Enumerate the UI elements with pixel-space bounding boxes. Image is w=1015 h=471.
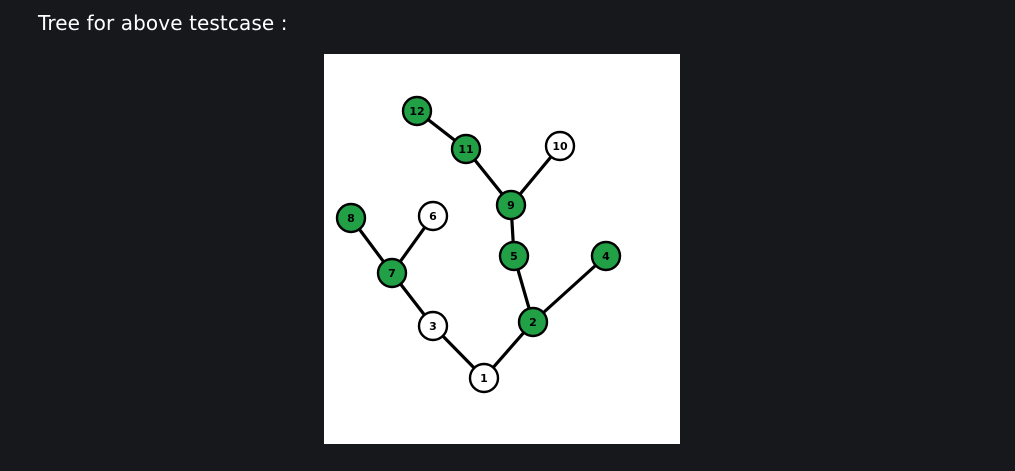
tree-node-label: 9 [507, 199, 515, 212]
tree-node-label: 7 [388, 267, 396, 280]
tree-node-label: 2 [529, 316, 537, 329]
tree-node-3: 3 [417, 310, 449, 342]
tree-node-label: 1 [480, 372, 488, 385]
tree-node-10: 10 [544, 130, 576, 162]
tree-node-label: 10 [552, 140, 568, 153]
tree-node-label: 11 [458, 143, 473, 156]
tree-node-7: 7 [376, 257, 408, 289]
tree-node-circle [590, 240, 622, 272]
tree-node-label: 3 [429, 320, 437, 333]
tree-node-circle [498, 240, 530, 272]
tree-node-5: 5 [498, 240, 530, 272]
tree-node-label: 5 [510, 250, 518, 263]
tree-node-4: 4 [590, 240, 622, 272]
tree-node-11: 11 [450, 133, 482, 165]
page-heading: Tree for above testcase : [38, 11, 288, 35]
tree-node-label: 8 [347, 212, 355, 225]
tree-node-circle [335, 202, 367, 234]
tree-node-label: 6 [429, 210, 437, 223]
tree-node-circle [417, 310, 449, 342]
tree-node-label: 12 [409, 105, 424, 118]
tree-node-12: 12 [401, 95, 433, 127]
tree-node-circle [450, 133, 482, 165]
tree-node-2: 2 [517, 306, 549, 338]
tree-node-label: 4 [602, 250, 610, 263]
tree-node-circle [495, 189, 527, 221]
tree-node-circle [376, 257, 408, 289]
tree-node-6: 6 [417, 200, 449, 232]
tree-edge-2-4 [531, 254, 608, 324]
tree-node-1: 1 [468, 362, 500, 394]
tree-node-circle [517, 306, 549, 338]
tree-node-9: 9 [495, 189, 527, 221]
tree-node-circle [468, 362, 500, 394]
tree-node-8: 8 [335, 202, 367, 234]
tree-node-circle [401, 95, 433, 127]
tree-node-circle [417, 200, 449, 232]
tree-node-circle [544, 130, 576, 162]
